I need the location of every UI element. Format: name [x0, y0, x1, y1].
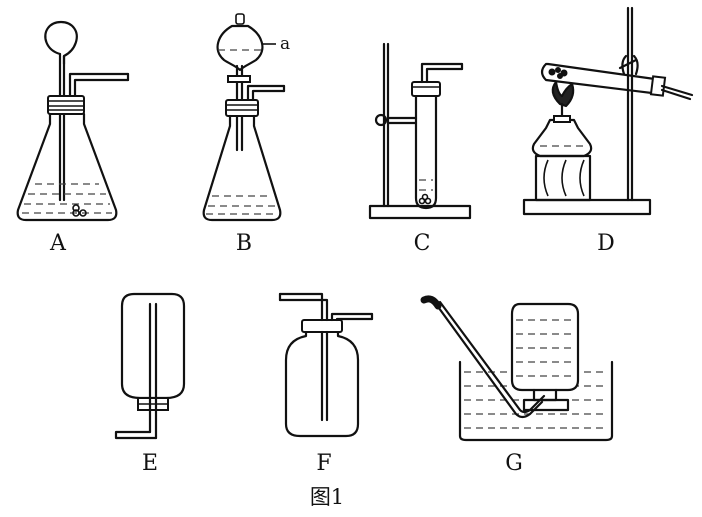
apparatus-A: [16, 20, 130, 222]
label-C: C: [414, 231, 431, 256]
label-F: F: [316, 451, 331, 476]
label-B: B: [236, 231, 252, 256]
apparatus-D: [522, 6, 694, 216]
label-E: E: [142, 451, 158, 476]
apparatus-F: [278, 292, 374, 438]
label-D: D: [597, 231, 615, 256]
apparatus-E: [114, 292, 186, 440]
apparatus-G: [420, 295, 614, 442]
apparatus-C: [368, 42, 472, 220]
label-a: a: [280, 34, 290, 54]
apparatus-B: [202, 13, 286, 222]
figure-caption: 图1: [310, 485, 344, 509]
label-G: G: [505, 451, 523, 476]
label-A: A: [49, 231, 67, 256]
